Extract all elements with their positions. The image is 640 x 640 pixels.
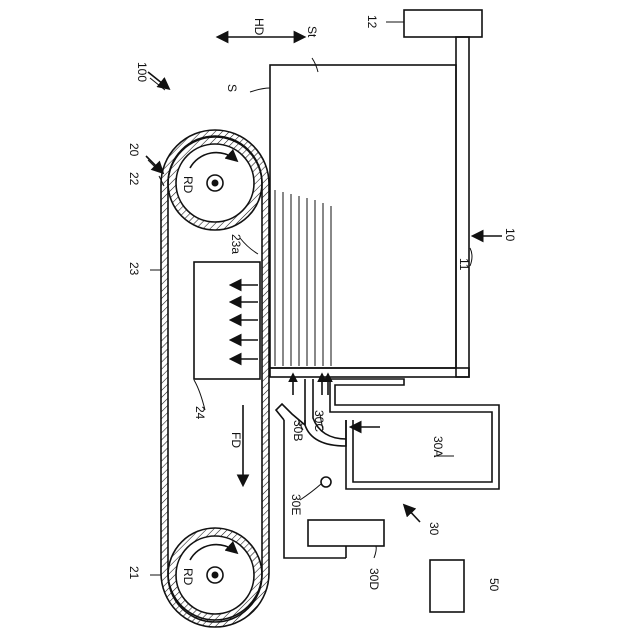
label-sheets-s: S: [225, 84, 239, 92]
label-stack-top-st: St: [305, 26, 319, 38]
label-belt-surface-23a: 23a: [229, 234, 243, 254]
controller-50: [430, 560, 464, 612]
label-feed-direction: FD: [229, 432, 243, 448]
lift-unit-12: [404, 10, 482, 37]
label-belt-23: 23: [127, 262, 141, 276]
blower-part-30e: [321, 477, 331, 487]
label-rotation-top: RD: [181, 176, 195, 194]
label-nozzle-30b: 30B: [291, 420, 305, 441]
tray-11: [270, 368, 469, 377]
blower-housing-30a: [330, 379, 499, 489]
device-100-arrow: [148, 72, 168, 88]
label-controller-50: 50: [487, 578, 501, 592]
label-suction-24: 24: [193, 406, 207, 420]
roller-21-center: [212, 572, 219, 579]
label-height-direction: HD: [252, 18, 266, 36]
blower-housing-30a-inner: [346, 412, 492, 482]
lift-column: [456, 37, 469, 377]
label-blower-part-30e: 30E: [289, 494, 303, 515]
label-device-100: 100: [135, 62, 149, 82]
label-roller-21: 21: [127, 566, 141, 580]
label-rotation-bottom: RD: [181, 568, 195, 586]
sheet-stack-box: [270, 65, 456, 368]
label-lift-12: 12: [365, 15, 379, 29]
blower-fan-30d: [308, 520, 384, 546]
label-blower-body-30a: 30A: [431, 436, 445, 457]
separated-sheets: [275, 190, 331, 366]
roller-22-center: [212, 180, 219, 187]
label-tray-11: 11: [457, 258, 471, 271]
belt-unit-20-arrow: [146, 156, 162, 172]
label-roller-22: 22: [127, 172, 141, 186]
label-stacker-10: 10: [503, 228, 517, 242]
label-nozzle-30c: 30C: [312, 410, 326, 432]
blower-30-arrow: [405, 506, 420, 522]
label-belt-unit-20: 20: [127, 143, 141, 157]
label-blower-30: 30: [427, 522, 441, 536]
label-blower-fan-30d: 30D: [367, 568, 381, 590]
